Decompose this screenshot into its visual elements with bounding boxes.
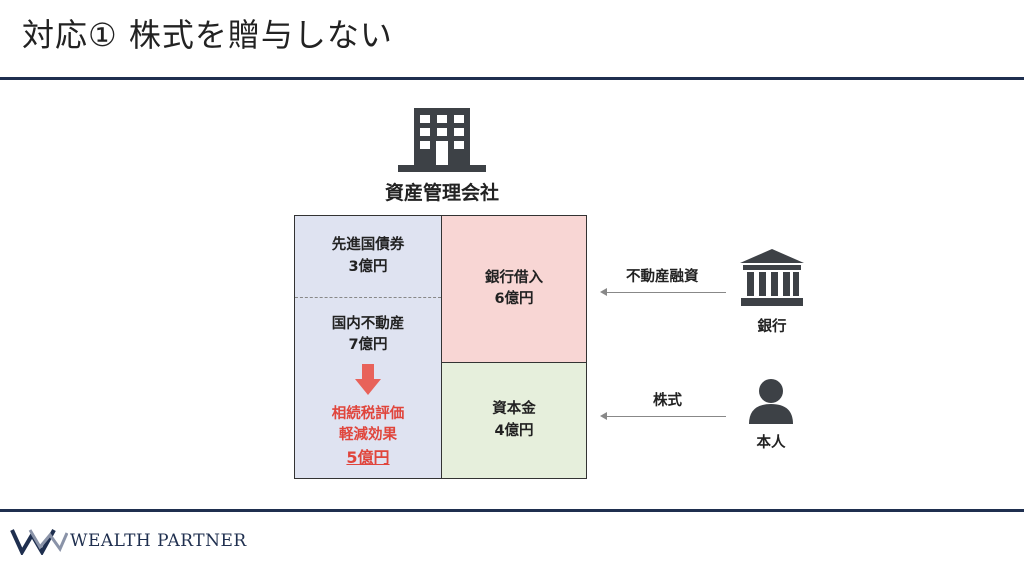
bank-loan-amount: 6億円	[494, 291, 534, 307]
wp-logo-icon	[10, 529, 68, 555]
shares-arrow-head	[600, 412, 607, 420]
asset-foreign-bonds-amount: 3億円	[348, 258, 388, 275]
loan-arrow-line	[606, 292, 726, 293]
capital-amount: 4億円	[494, 422, 534, 439]
shares-label: 株式	[653, 393, 682, 409]
liability-bank-loan: 銀行借入 6億円	[441, 216, 586, 363]
person-icon	[749, 379, 793, 424]
tax-effect-line1: 相続税評価	[331, 406, 405, 423]
building-icon	[398, 108, 486, 172]
asset-real-estate-amount: 7億円	[348, 337, 388, 354]
bank-icon	[740, 249, 804, 306]
asset-foreign-bonds: 先進国債券 3億円	[295, 216, 441, 298]
header-divider	[0, 77, 1024, 80]
asset-foreign-bonds-name: 先進国債券	[331, 237, 405, 254]
real-estate-loan-label: 不動産融資	[626, 269, 699, 285]
tax-effect-amount: 5億円	[346, 448, 390, 468]
loan-arrow-head	[600, 288, 607, 296]
company-label: 資産管理会社	[384, 182, 499, 204]
brand-name: WEALTH PARTNER	[70, 531, 247, 551]
arrow-down-icon	[355, 364, 381, 396]
bank-loan-name: 銀行借入	[485, 269, 543, 286]
asset-real-estate-name: 国内不動産	[331, 316, 405, 332]
balance-sheet: 先進国債券 3億円 国内不動産 7億円 相続税評価 軽減効果 5億円 銀行借入 …	[294, 215, 587, 479]
slide-title: 対応① 株式を贈与しない	[22, 16, 393, 54]
asset-domestic-real-estate: 国内不動産 7億円 相続税評価 軽減効果 5億円	[295, 298, 441, 478]
capital-name: 資本金	[492, 401, 536, 418]
owner-label: 本人	[756, 435, 786, 451]
equity-capital: 資本金 4億円	[441, 363, 586, 478]
tax-effect-line2: 軽減効果	[339, 427, 397, 444]
shares-arrow-line	[606, 416, 726, 417]
bank-label: 銀行	[757, 319, 787, 335]
footer-divider	[0, 509, 1024, 512]
